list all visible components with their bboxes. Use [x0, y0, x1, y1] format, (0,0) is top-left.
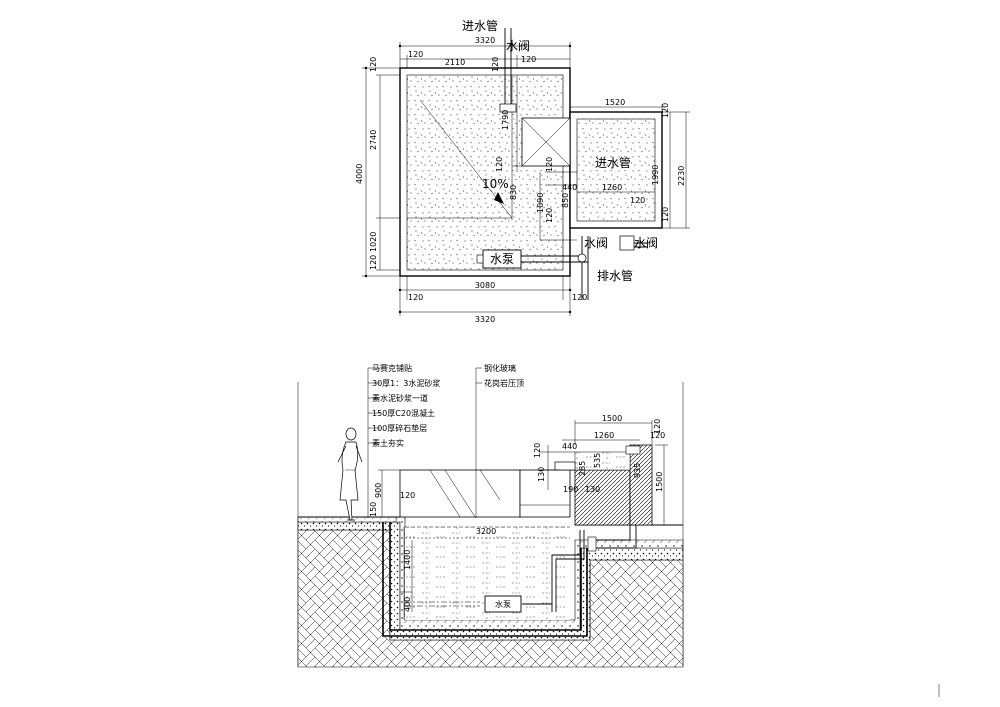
dim-mid-830: 830 — [509, 185, 518, 200]
dim-sec-285: 285 — [578, 461, 587, 476]
dim-top-2110: 2110 — [445, 58, 465, 67]
callout-glass: 钢化玻璃 — [484, 363, 516, 373]
dim-sec-120-c: 120 — [400, 491, 415, 500]
dim-sec-1500-right: 1500 — [655, 472, 664, 492]
plan-valve-right-box — [619, 235, 635, 251]
dim-right-120-top: 120 — [661, 103, 670, 118]
dim-top-total: 3320 — [475, 36, 495, 45]
dim-top-120-left: 120 — [408, 50, 423, 59]
dim-sec-130-a: 130 — [537, 467, 546, 482]
dim-sec-1500-top: 1500 — [602, 414, 622, 423]
dim-sec-150: 150 — [369, 502, 378, 517]
dim-sec-120-b: 120 — [533, 443, 542, 458]
plan-label-inlet-top: 进水管 — [462, 18, 498, 33]
callout-concrete: 150厚C20混凝土 — [372, 408, 435, 418]
dim-bot-3320: 3320 — [475, 315, 495, 324]
plan-pool-right-inner — [576, 118, 656, 222]
dim-mid-850: 850 — [561, 193, 570, 208]
dim-sec-535: 535 — [593, 453, 602, 468]
section-view: 水泵 马赛克铺贴 30厚1：3水泥砂浆 素水泥砂浆一道 150厚C20混凝土 1… — [297, 363, 684, 668]
plan-pump-label: 水泵 — [490, 252, 514, 266]
section-pump — [484, 595, 522, 613]
plan-label-valve-top: 水阀 — [506, 39, 530, 53]
dim-bot-3080: 3080 — [475, 281, 495, 290]
callout-soil: 素土夯实 — [372, 438, 404, 448]
dim-right-1260: 1260 — [602, 183, 622, 192]
dim-left-120-bot: 120 — [369, 255, 378, 270]
dim-top-120-b: 120 — [521, 55, 536, 64]
dim-right-440: 440 — [562, 183, 577, 192]
section-upper-pool-wall — [560, 469, 631, 526]
dim-sec-1260: 1260 — [594, 431, 614, 440]
callout-gravel: 100厚碎石垫层 — [372, 423, 427, 433]
dim-top-120-a: 120 — [491, 57, 500, 72]
dim-sec-1400: 1400 — [403, 550, 412, 570]
dim-v-1790: 1790 — [501, 110, 510, 130]
dim-sec-120-a: 120 — [650, 431, 665, 440]
dim-left-120-top: 120 — [369, 57, 378, 72]
plan-label-inlet-right: 进水管 — [595, 155, 631, 170]
dim-bot-120-left: 120 — [408, 293, 423, 302]
dim-right-1520: 1520 — [605, 98, 625, 107]
dim-right-2230: 2230 — [677, 166, 686, 186]
section-pump-label: 水泵 — [495, 599, 511, 609]
dim-left-2740: 2740 — [369, 130, 378, 150]
dim-sec-120-top: 120 — [653, 419, 662, 434]
dim-left-4000: 4000 — [355, 164, 364, 184]
dim-sec-130-b: 130 — [585, 485, 600, 494]
dim-mid-120-c: 120 — [545, 157, 554, 172]
dim-mid-120: 120 — [495, 157, 504, 172]
dim-sec-900: 900 — [374, 483, 383, 498]
dim-sec-440: 440 — [562, 442, 577, 451]
dim-mid-120-b: 120 — [545, 208, 554, 223]
dim-right-120-mid: 120 — [630, 196, 645, 205]
dim-sec-935: 935 — [633, 463, 642, 478]
dim-sec-400: 400 — [403, 597, 412, 612]
plan-pool-left-inner — [406, 74, 564, 271]
dim-right-120-bot: 120 — [661, 207, 670, 222]
dim-mid-1090: 1090 — [536, 193, 545, 213]
dim-left-1020: 1020 — [369, 232, 378, 252]
dim-sec-3200: 3200 — [476, 527, 496, 536]
callout-mortar: 30厚1：3水泥砂浆 — [372, 378, 440, 388]
callout-mosaic: 马赛克铺贴 — [372, 363, 412, 373]
section-person-figure — [337, 427, 363, 521]
plan-label-slope: 10% — [482, 177, 509, 191]
dim-sec-190: 190 — [563, 485, 578, 494]
plan-view: 水泵 3320 120 2110 120 120 1790 进水管 水阀 — [355, 18, 690, 324]
dim-bot-120-right: 120 — [572, 293, 587, 302]
plan-label-valve-bottom-left: 水阀 — [584, 236, 608, 250]
callout-cement-slurry: 素水泥砂浆一道 — [372, 393, 428, 403]
callout-granite: 花岗岩压顶 — [484, 378, 524, 388]
plan-label-drain: 排水管 — [597, 268, 633, 283]
dim-right-1990: 1990 — [651, 165, 660, 185]
plan-label-valve-bottom-right: 水阀 — [634, 236, 658, 250]
